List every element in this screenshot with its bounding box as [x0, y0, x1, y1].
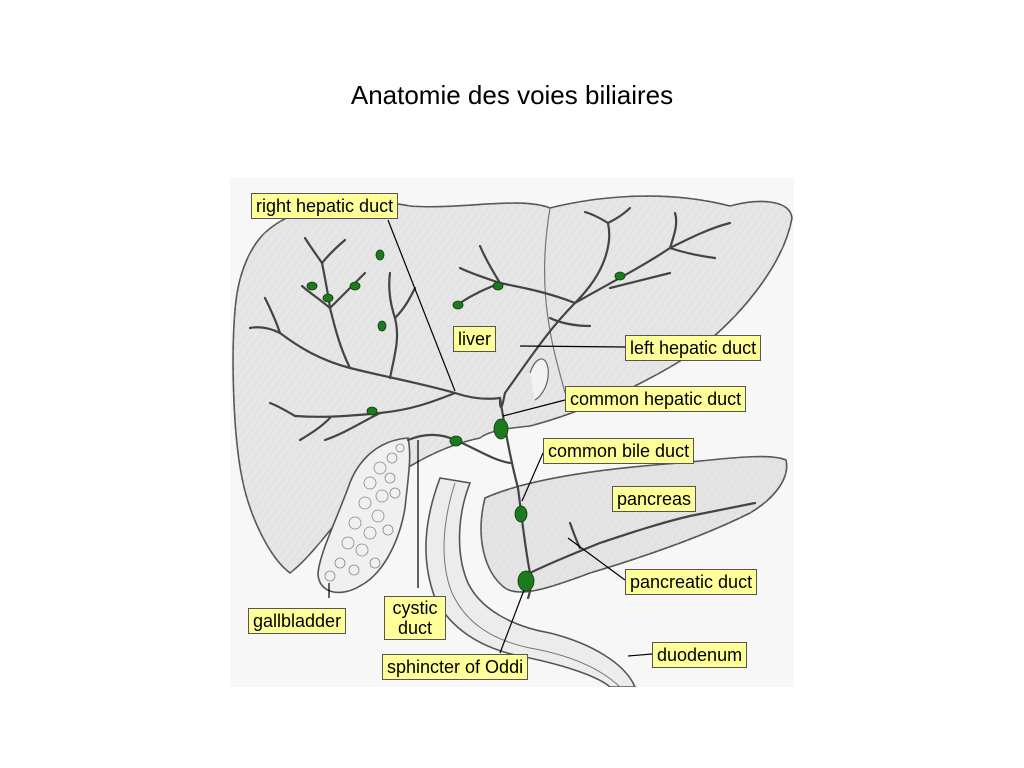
label-right-hepatic-duct: right hepatic duct — [251, 193, 399, 219]
label-cystic-duct: cystic duct — [384, 596, 446, 640]
liver-notch — [529, 358, 549, 401]
gallbladder-mucosa-pattern — [324, 443, 405, 582]
label-liver: liver — [453, 326, 497, 352]
green-nodules — [306, 249, 626, 592]
label-cystic-duct-line2: duct — [397, 618, 433, 638]
anatomy-drawing — [232, 195, 793, 687]
pancreas-shading — [481, 456, 787, 593]
duodenum-inner-wall — [443, 482, 621, 687]
leader-lines — [328, 219, 653, 657]
slide-title: Anatomie des voies biliaires — [350, 80, 674, 110]
label-common-bile-duct: common bile duct — [543, 438, 695, 464]
biliary-anatomy-illustration: right hepatic duct liver left hepatic du… — [230, 178, 794, 687]
label-cystic-duct-line1: cystic — [392, 598, 438, 618]
bile-duct-tree — [248, 206, 757, 600]
label-left-hepatic-duct: left hepatic duct — [625, 335, 762, 361]
label-pancreatic-duct: pancreatic duct — [625, 569, 758, 595]
label-common-hepatic-duct: common hepatic duct — [565, 386, 747, 412]
label-sphincter-of-oddi: sphincter of Oddi — [382, 654, 529, 680]
label-pancreas: pancreas — [612, 486, 697, 512]
label-gallbladder: gallbladder — [248, 608, 347, 634]
label-duodenum: duodenum — [652, 642, 748, 668]
liver-lobe-fissure — [544, 207, 566, 394]
